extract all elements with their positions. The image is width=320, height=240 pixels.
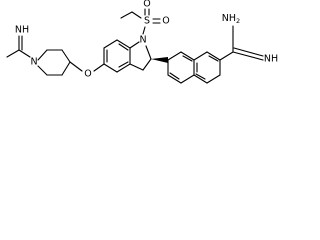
- n-s-bond: [142, 26, 146, 35]
- indoline-benzene-ring: [103, 39, 131, 73]
- piperidine-ring: [37, 49, 71, 76]
- stereo-wedge-bond: [151, 57, 168, 63]
- ether-aryl-bond: [93, 63, 105, 72]
- sulfonyl-o-top-label: O: [143, 0, 150, 10]
- naphthalene-left-ring: [167, 51, 195, 84]
- piperidine-n-label: N: [30, 57, 37, 68]
- naphthalene-amidine-bond: [219, 51, 234, 61]
- sulfonyl-o-right-label: O: [162, 16, 169, 27]
- sulfonyl-s-label: S: [144, 16, 150, 27]
- piperidine-ether-bond: [69, 61, 83, 72]
- amidine-nh-label: NH: [264, 54, 278, 65]
- acetimidoyl-group: [6, 35, 31, 58]
- indoline-five-ring: [129, 41, 152, 71]
- amidine-c-nh-bond-a: [232, 51, 264, 61]
- indoline-n-label: N: [139, 35, 146, 46]
- amidine-c-nh-bond-b: [233, 47, 264, 57]
- naphthalene-right-ring: [193, 51, 221, 84]
- imine-nh-label: NH: [15, 25, 29, 36]
- s-ethyl-bond: [131, 11, 142, 19]
- chemical-structure-diagram: NH N O N S O O: [6, 0, 278, 84]
- ether-o-label: O: [84, 69, 91, 80]
- amidine-nh2-label: NH2: [222, 13, 240, 26]
- ethyl-bond: [120, 11, 133, 19]
